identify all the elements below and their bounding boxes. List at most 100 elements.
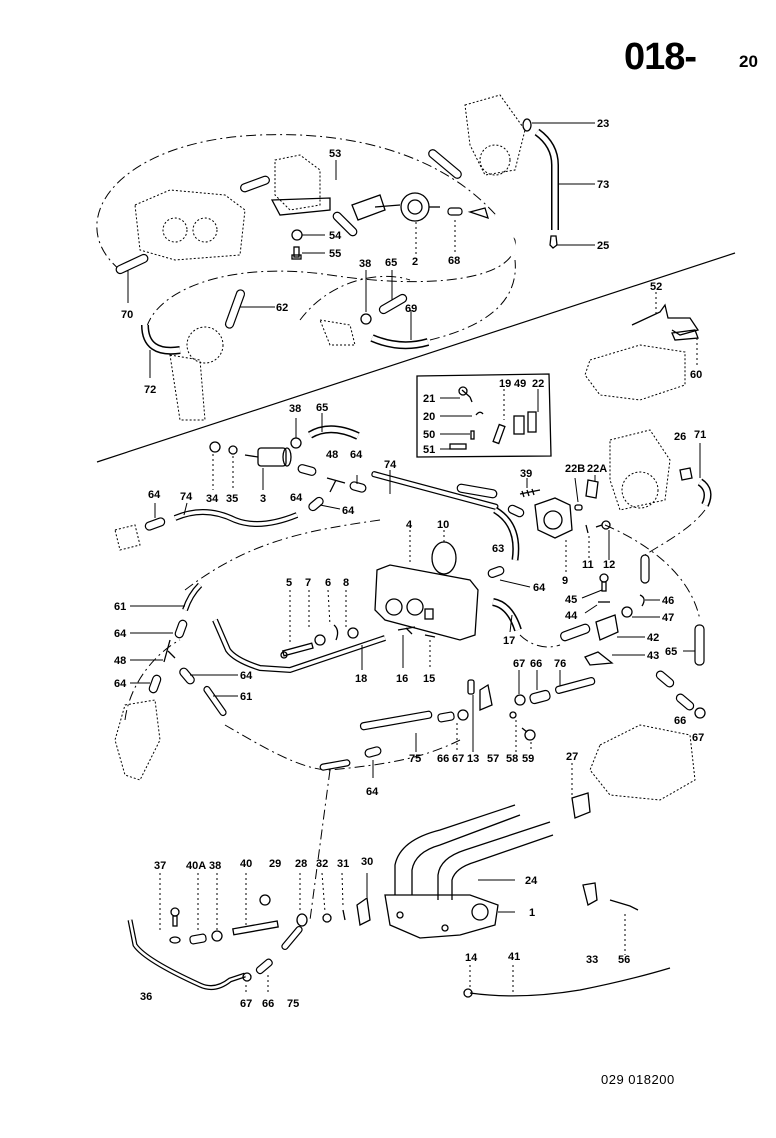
hose-route-top-2 [299, 259, 516, 341]
hose-top-1 [240, 175, 270, 193]
callout-55: 55 [329, 248, 341, 260]
part-38-clamp-mid [290, 437, 302, 449]
hose-route-left [124, 519, 461, 771]
callout-5: 5 [286, 577, 292, 589]
part-46-elbow [639, 594, 645, 607]
callout-52: 52 [650, 281, 662, 293]
part-64-hose-left [144, 517, 166, 531]
hose-63-connector [456, 483, 498, 499]
callout-7: 7 [305, 577, 311, 589]
part-64-hose-mid-1 [297, 464, 317, 476]
part-67-clamp-bottom [242, 972, 252, 982]
part-67-clamp-b [694, 707, 706, 719]
callout-10: 10 [437, 519, 449, 531]
part-35-washer [228, 445, 238, 455]
part-41-cable [469, 967, 671, 997]
callout-2: 2 [412, 256, 418, 268]
part-75-hose-mid [359, 710, 433, 731]
part-64-hose-mid-3 [308, 496, 324, 512]
part-48-tee-left [163, 639, 176, 663]
engine-ghost-left [169, 326, 224, 421]
hose-route-bottom [309, 769, 331, 921]
callout-61-upper: 61 [114, 601, 126, 613]
callout-22A: 22A [587, 463, 607, 475]
callout-46: 46 [662, 595, 674, 607]
part-62-hose [224, 289, 246, 329]
callout-22: 22 [532, 378, 544, 390]
part-26-fitting [679, 467, 693, 481]
callout-64-g: 64 [114, 678, 127, 690]
callout-18: 18 [355, 673, 367, 685]
part-38-clamp-bottom [211, 930, 223, 942]
callout-64-h: 64 [240, 670, 253, 682]
callout-60: 60 [690, 369, 702, 381]
callout-28: 28 [295, 858, 307, 870]
part-22B-gasket [574, 504, 583, 511]
callout-65-top: 65 [385, 257, 397, 269]
part-36-fuel-rail [127, 919, 246, 991]
callout-17: 17 [503, 635, 515, 647]
part-64-hose-mid-2 [349, 481, 367, 493]
callout-19: 19 [499, 378, 511, 390]
part-33-sensor [582, 882, 598, 906]
callout-54: 54 [329, 230, 342, 242]
part-64-hose-right [507, 504, 525, 518]
callout-74-mid: 74 [384, 459, 397, 471]
part-55-bolt [291, 246, 302, 260]
part-76-hose [554, 677, 596, 694]
callout-20: 20 [423, 411, 435, 423]
part-61-hose-lower [203, 685, 227, 717]
callout-38-mid: 38 [289, 403, 301, 415]
part-42-valve [595, 614, 619, 641]
part-22A-spring [585, 479, 599, 499]
leader-lines [127, 122, 701, 995]
callout-40A: 40A [186, 860, 206, 872]
callout-63: 63 [492, 543, 504, 555]
callout-4: 4 [406, 519, 413, 531]
callout-30: 30 [361, 856, 373, 868]
part-68-connector [447, 207, 463, 216]
engine-ghost-right-mid [584, 344, 686, 401]
callout-41: 41 [508, 951, 520, 963]
engine-ghost-right-lower [589, 724, 696, 801]
hose-top-3 [428, 149, 462, 179]
part-60-clip [671, 329, 699, 341]
callout-13: 13 [467, 753, 479, 765]
callout-56: 56 [618, 954, 630, 966]
callout-45: 45 [565, 594, 577, 606]
callout-35: 35 [226, 493, 238, 505]
callout-11: 11 [582, 559, 594, 571]
part-70-hose [115, 253, 149, 275]
part-4-air-intake [374, 564, 479, 641]
callout-29: 29 [269, 858, 281, 870]
part-67-clamp-a [514, 694, 526, 706]
callout-31: 31 [337, 858, 349, 870]
part-66-hose-bottom [255, 958, 273, 975]
callout-47: 47 [662, 612, 674, 624]
part-8-nut [347, 627, 359, 639]
part-66-hose-d [437, 711, 455, 723]
callout-64-d: 64 [148, 489, 161, 501]
callout-36: 36 [140, 991, 152, 1003]
callout-32: 32 [316, 858, 328, 870]
part-47-clamp [621, 606, 633, 618]
callout-40: 40 [240, 858, 252, 870]
part-65-vertical-upper [640, 554, 650, 584]
callout-70: 70 [121, 309, 133, 321]
callout-64-b: 64 [290, 492, 303, 504]
callout-6: 6 [325, 577, 331, 589]
callout-64-e: 64 [533, 582, 546, 594]
callout-26: 26 [674, 431, 686, 443]
ghost-top-right-mid [609, 429, 671, 511]
callout-33: 33 [586, 954, 598, 966]
hose-top-2 [332, 211, 358, 237]
callout-75-mid: 75 [409, 753, 421, 765]
part-52-bracket [631, 303, 700, 336]
part-28-cap [296, 913, 308, 927]
callout-22B: 22B [565, 463, 585, 475]
callout-76: 76 [554, 658, 566, 670]
part-65-hose-top [378, 293, 408, 315]
callout-24: 24 [525, 875, 538, 887]
callout-66-a: 66 [530, 658, 542, 670]
callout-66-b: 66 [674, 715, 686, 727]
